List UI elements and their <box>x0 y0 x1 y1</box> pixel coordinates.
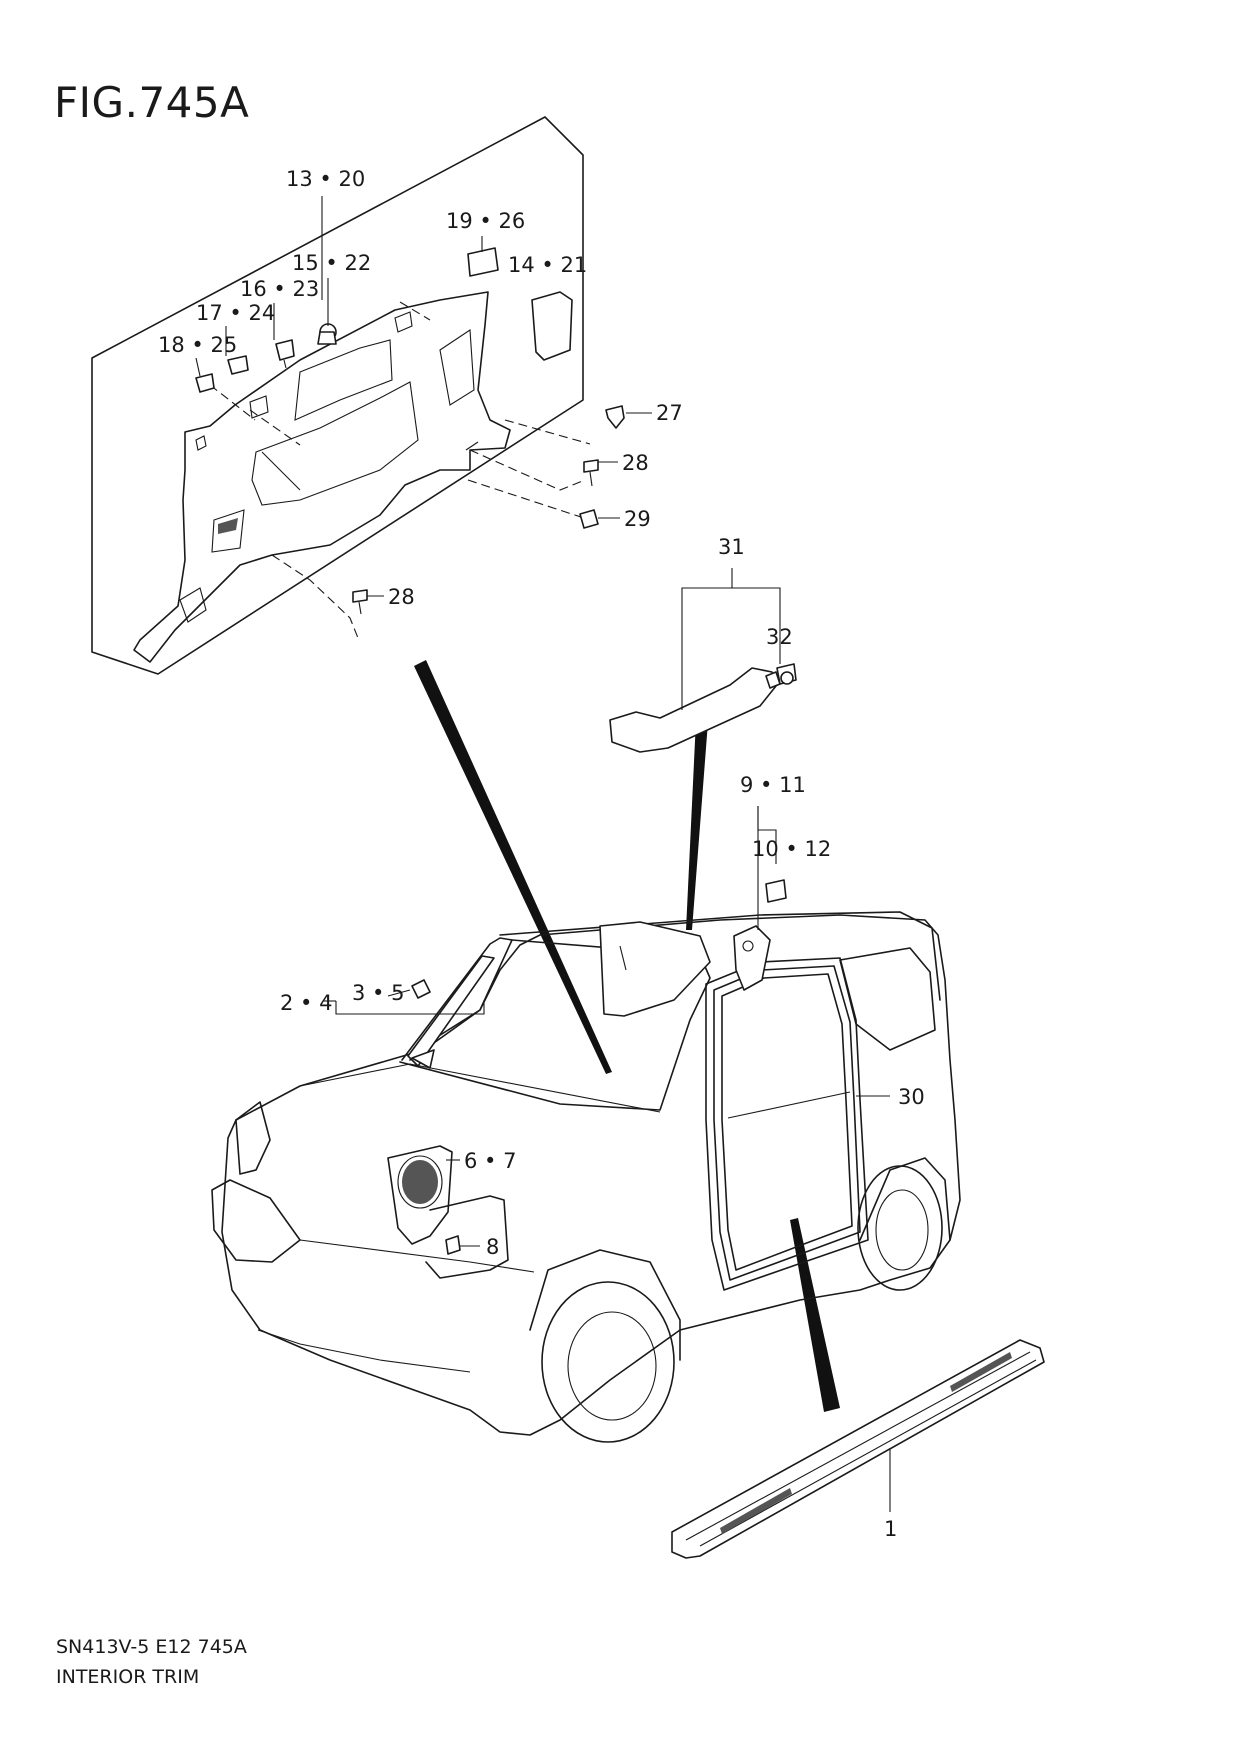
callout-1: 1 <box>884 1517 897 1541</box>
callout-15-22: 15 • 22 <box>292 251 371 275</box>
callout-3-5: 3 • 5 <box>352 981 404 1005</box>
callout-29: 29 <box>624 507 651 531</box>
inset-leaders <box>195 196 652 597</box>
callout-18-25: 18 • 25 <box>158 333 237 357</box>
inset-fasteners <box>195 247 625 615</box>
inset-frame <box>91 116 584 675</box>
callout-9-11: 9 • 11 <box>740 773 806 797</box>
vehicle-body <box>211 911 961 1443</box>
callout-28-lower: 28 <box>388 585 415 609</box>
callout-10-12: 10 • 12 <box>752 837 831 861</box>
callout-27: 27 <box>656 401 683 425</box>
pointer-wedges <box>414 660 840 1412</box>
assist-grip <box>609 568 797 753</box>
speaker-trim <box>387 1145 509 1279</box>
callout-13-20: 13 • 20 <box>286 167 365 191</box>
callout-6-7: 6 • 7 <box>464 1149 516 1173</box>
callout-2-4: 2 • 4 <box>280 991 332 1015</box>
callout-14-21: 14 • 21 <box>508 253 587 277</box>
callout-labels: 13 • 20 19 • 26 15 • 22 14 • 21 16 • 23 … <box>158 167 925 1541</box>
callout-31: 31 <box>718 535 745 559</box>
callout-32: 32 <box>766 625 793 649</box>
scuff-plate <box>671 1339 1045 1559</box>
footer-section-name: INTERIOR TRIM <box>56 1666 200 1688</box>
footer-model-code: SN413V-5 E12 745A <box>56 1636 247 1658</box>
cabin-rear-trim <box>599 921 711 1017</box>
callout-19-26: 19 • 26 <box>446 209 525 233</box>
quarter-trim-panel <box>133 291 591 663</box>
callout-17-24: 17 • 24 <box>196 301 275 325</box>
figure-title: FIG.745A <box>54 78 250 127</box>
center-pillar-trim <box>733 806 787 991</box>
callout-16-23: 16 • 23 <box>240 277 319 301</box>
callout-30: 30 <box>898 1085 925 1109</box>
callout-8: 8 <box>486 1235 499 1259</box>
pillar-trim <box>324 955 495 1069</box>
callout-28-upper: 28 <box>622 451 649 475</box>
